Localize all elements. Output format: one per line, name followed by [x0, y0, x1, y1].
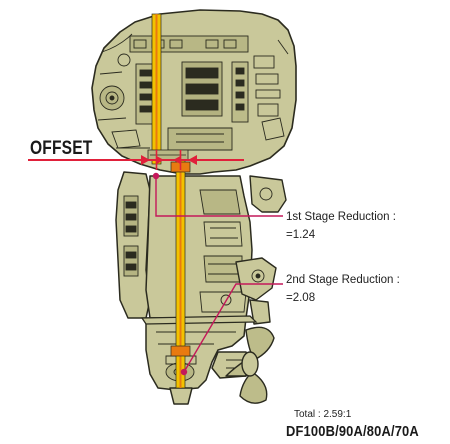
total-ratio-label: Total : 2.59:1 [294, 409, 352, 420]
lower-unit [145, 317, 253, 405]
crankshaft-highlight [151, 13, 162, 165]
stage2-reduction-value: =2.08 [286, 292, 316, 304]
propeller [225, 326, 275, 404]
stage1-callout-line [152, 172, 283, 217]
stage1-reduction-label: 1st Stage Reduction : [286, 211, 396, 223]
stage1-reduction-value: =1.24 [286, 229, 316, 241]
model-name-label: DF100B/90A/80A/70A [286, 423, 419, 440]
stage2-callout-line [180, 283, 283, 376]
bracket-detail [251, 187, 273, 283]
midsection-detail [123, 189, 247, 313]
cavitation-plate [140, 315, 258, 325]
transom-bracket [235, 175, 287, 325]
offset-callout [28, 147, 244, 170]
powerhead-detail [97, 33, 289, 151]
offset-label: OFFSET [30, 138, 93, 159]
stage2-reduction-label: 2nd Stage Reduction : [286, 274, 400, 286]
gear-detail [147, 149, 189, 161]
